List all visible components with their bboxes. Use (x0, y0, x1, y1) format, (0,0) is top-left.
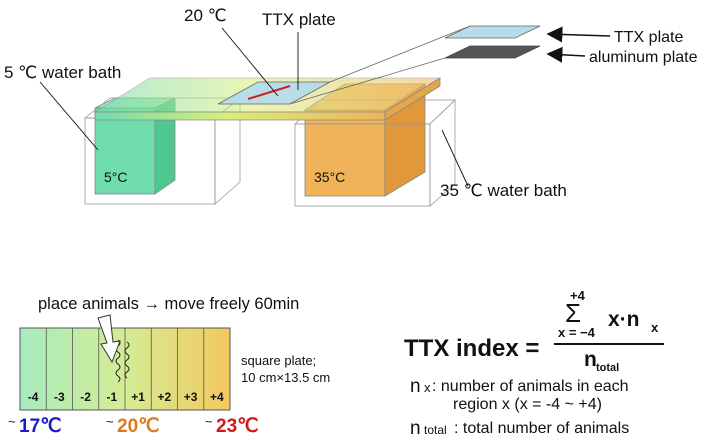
region-labels: -4 -3 -2 -1 +1 +2 +3 +4 (28, 390, 224, 404)
nx-symbol: n (410, 376, 421, 397)
temp-label-mid: 20℃ (117, 416, 159, 437)
temp-label-right: 23℃ (216, 416, 258, 437)
ntotal-symbol: n (410, 418, 421, 439)
region-label: +3 (184, 390, 198, 404)
formula-sigma: Σ (565, 298, 581, 328)
animal-squiggle-icon (124, 341, 130, 379)
region-label: +2 (158, 390, 172, 404)
label-5c-block: 5°C (104, 169, 128, 185)
tilde-left: ~ (8, 414, 16, 429)
formula-denominator-sub: total (596, 362, 619, 374)
arrow-ttx-plate (546, 26, 611, 43)
formula-denominator: n (584, 348, 597, 371)
temp-label-left: 17℃ (19, 416, 61, 437)
label-ttx-plate-right: TTX plate (614, 29, 683, 46)
region-label: -4 (28, 390, 39, 404)
tilde-right: ~ (205, 414, 213, 429)
top-leader-lines (39, 27, 469, 187)
label-ttx-plate-top: TTX plate (262, 10, 336, 29)
formula-term-sub: x (651, 320, 659, 335)
exploded-aluminum-plate (444, 45, 541, 59)
formula-definitions: n x : number of animals in each region x… (410, 376, 629, 439)
nx-description-2: region x (x = -4 ~ +4) (453, 396, 602, 413)
tilde-mid: ~ (106, 414, 114, 429)
label-20c: 20 ℃ (184, 6, 227, 25)
temperature-marker-line (247, 85, 291, 100)
region-label: +1 (131, 390, 145, 404)
formula-lhs: TTX index = (404, 335, 539, 362)
cold-water-bath-block (83, 97, 242, 205)
region-dividers (45, 328, 205, 410)
label-35c-water-bath: 35 ℃ water bath (440, 181, 567, 200)
ntotal-sub: total (424, 423, 447, 437)
nx-description-1: : number of animals in each (432, 378, 629, 395)
ntotal-description: : total number of animals (454, 420, 629, 437)
exploded-ttx-plate (444, 25, 541, 39)
nx-sub: x (424, 380, 431, 395)
formula-sum-lower: x = −4 (558, 325, 596, 340)
label-aluminum-plate: aluminum plate (589, 49, 698, 66)
label-5c-water-bath: 5 ℃ water bath (4, 63, 121, 82)
plate-note-line2: 10 cm×13.5 cm (241, 370, 330, 385)
place-animals-arrow (97, 314, 121, 364)
region-label: +4 (210, 390, 224, 404)
arrow-aluminum-plate (546, 46, 586, 63)
label-35c-block: 35°C (314, 169, 345, 185)
plate-note-line1: square plate; (241, 353, 316, 368)
formula-term: x·n (608, 308, 640, 331)
region-label: -2 (80, 390, 91, 404)
exploded-plates (289, 25, 541, 105)
region-label: -3 (54, 390, 65, 404)
region-label: -1 (107, 390, 118, 404)
place-animals-text: place animals → move freely 60min (38, 295, 299, 313)
ttx-index-formula: TTX index = +4 Σ x = −4 x·n x n total (404, 288, 664, 374)
square-plate: -4 -3 -2 -1 +1 +2 +3 +4 (19, 327, 231, 411)
formula-sum-upper: +4 (570, 288, 586, 303)
